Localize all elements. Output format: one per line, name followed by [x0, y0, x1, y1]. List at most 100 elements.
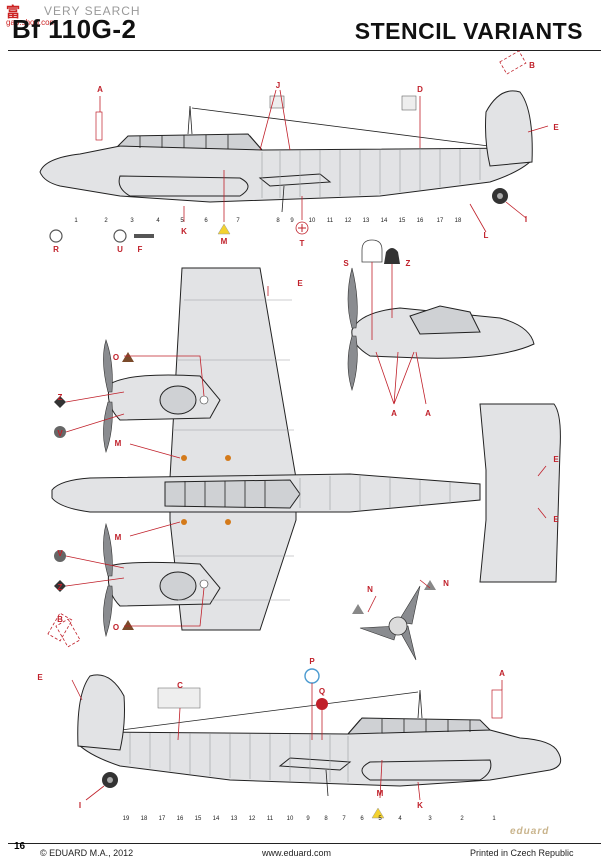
engine-detail-leaders [371, 262, 427, 405]
side-bottom-label-1: P [309, 657, 315, 666]
side-top-number-11: 12 [345, 218, 352, 224]
prop-blade-upper-a [103, 339, 113, 393]
prop-blade-lower-b [103, 585, 113, 638]
footer: © EDUARD M.A., 2012 www.eduard.com Print… [0, 846, 609, 862]
side-bottom-number-14: 5 [378, 816, 382, 822]
side-bottom-number-16: 3 [428, 816, 432, 822]
side-bottom-label-2: Q [319, 687, 325, 696]
panel-lines-bottom [129, 733, 349, 782]
side-top-number-4: 5 [180, 218, 184, 224]
canopy-bottom [346, 717, 492, 735]
side-bottom-label-6: I [79, 801, 81, 810]
copyright: © EDUARD M.A., 2012 [40, 848, 134, 858]
antenna-mast-top [187, 105, 193, 135]
side-top-number-15: 16 [417, 218, 424, 224]
leader-lines-bottom [71, 679, 503, 801]
side-bottom-number-18: 1 [492, 816, 496, 822]
side-top-label-12: I [525, 215, 527, 224]
side-bottom-number-4: 15 [195, 816, 202, 822]
footer-rule [8, 843, 601, 844]
side-top-label-7: F [138, 245, 143, 254]
prop-blade-lower-a [103, 522, 113, 577]
plan-label-8: E [297, 279, 303, 288]
side-bottom-number-3: 16 [177, 816, 184, 822]
canopy-frames-bottom [381, 719, 471, 733]
fin-bottom [77, 674, 125, 751]
side-top-label-3: B [529, 61, 535, 70]
prop-blade-upper-b [103, 401, 113, 453]
plan-label-6: Z [58, 583, 63, 592]
header-rule [8, 50, 601, 51]
side-bottom-number-12: 7 [342, 816, 346, 822]
plan-label-17: B [57, 615, 63, 624]
engine-detail-prop-a [347, 267, 358, 329]
plan-label-2: V [57, 429, 63, 438]
side-top-number-13: 14 [381, 218, 388, 224]
side-top-number-0: 1 [74, 218, 78, 224]
side-top-number-14: 15 [399, 218, 406, 224]
plan-label-7: O [113, 623, 119, 632]
plan-canopy-frames [184, 481, 266, 507]
printed-note: Printed in Czech Republic [470, 848, 574, 858]
side-top-number-9: 10 [309, 218, 316, 224]
side-top-number-10: 11 [327, 218, 334, 224]
side-bottom-label-4: M [377, 789, 384, 798]
side-top-label-9: M [221, 237, 228, 246]
side-bottom-number-6: 13 [231, 816, 238, 822]
side-top-label-0: A [97, 85, 103, 94]
plan-label-11: S [343, 259, 349, 268]
side-bottom-number-13: 6 [360, 816, 364, 822]
page-title: STENCIL VARIANTS [354, 18, 583, 44]
fuselage-top [39, 135, 533, 203]
plan-panel-lines [174, 299, 451, 601]
brand-mark: eduard [510, 826, 550, 837]
side-top-number-16: 17 [437, 218, 444, 224]
side-top-label-10: T [300, 239, 305, 248]
tailplane [479, 403, 561, 583]
canopy-frames-top [139, 135, 229, 149]
side-top-number-3: 4 [156, 218, 160, 224]
side-bottom-number-7: 12 [249, 816, 256, 822]
plan-label-16: N [443, 579, 449, 588]
side-top-label-2: D [417, 85, 423, 94]
side-top-label-5: R [53, 245, 59, 254]
plan-label-5: V [57, 549, 63, 558]
side-top-number-1: 2 [104, 218, 108, 224]
side-bottom-number-2: 17 [159, 816, 166, 822]
side-bottom-number-1: 18 [141, 816, 148, 822]
radiator-lower [159, 571, 197, 601]
plan-leader-lines [65, 286, 547, 627]
plan-label-9: E [553, 455, 559, 464]
plan-label-18: E [37, 673, 43, 682]
engine-detail-canopy [409, 305, 481, 335]
prop-boss-detail [352, 579, 436, 661]
page-number: 16 [14, 841, 26, 852]
side-top-number-7: 8 [276, 218, 280, 224]
plan-label-4: M [115, 533, 122, 542]
side-bottom-number-0: 19 [123, 816, 130, 822]
plan-canopy [164, 479, 301, 509]
side-bottom-number-8: 11 [267, 816, 274, 822]
fin-top [485, 90, 533, 167]
nacelle-bottom [361, 759, 492, 781]
side-bottom-label-3: A [499, 669, 505, 678]
engine-nacelle-top [118, 175, 249, 197]
plan-label-15: N [367, 585, 373, 594]
plan-label-14: A [425, 409, 431, 418]
watermark-text: VERY SEARCH [44, 4, 141, 18]
antenna-wire-bottom [89, 691, 419, 735]
plan-label-3: M [115, 439, 122, 448]
panel-lines-top [261, 149, 481, 198]
watermark-url: gao.shop.com [6, 18, 57, 27]
side-bottom-label-5: K [417, 801, 423, 810]
website-url: www.eduard.com [262, 848, 332, 858]
side-bottom-number-17: 2 [460, 816, 464, 822]
